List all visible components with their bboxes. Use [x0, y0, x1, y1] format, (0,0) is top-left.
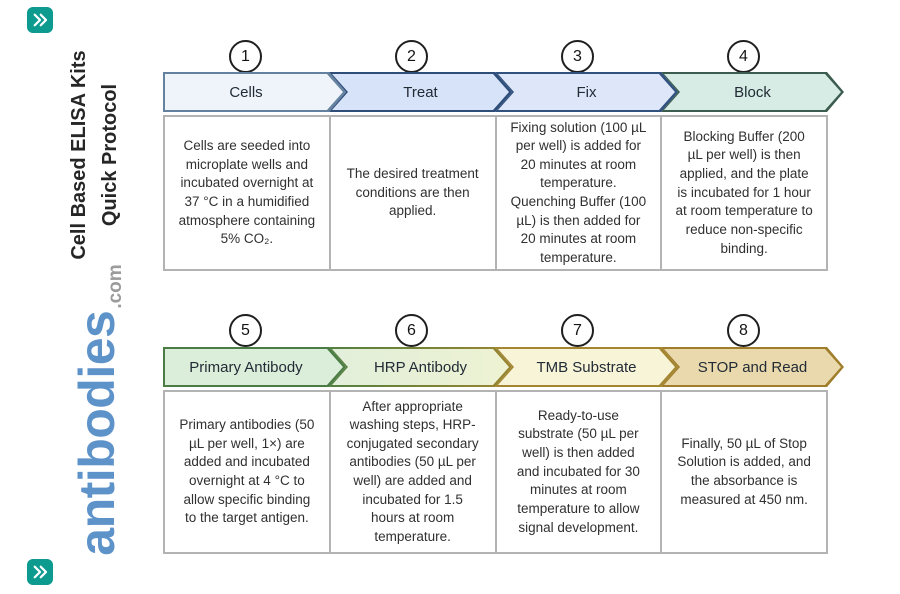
- arrow-fill: [332, 349, 509, 385]
- step-description-cell: Finally, 50 µL of Stop Solution is added…: [662, 392, 826, 552]
- arrow-fill: [664, 349, 841, 385]
- step-description-cell: The desired treatment conditions are the…: [331, 117, 497, 269]
- brand-logo: antibodies.com: [68, 264, 126, 555]
- double-chevron-right-icon: [27, 7, 53, 33]
- arrow-fill: [498, 349, 675, 385]
- step-label: Primary Antibody: [189, 358, 303, 376]
- step-description: Cells are seeded into microplate wells a…: [178, 138, 316, 247]
- step-number-badge: 7: [561, 314, 594, 347]
- step-arrow-band: Cells Treat Fix Block: [163, 72, 863, 112]
- step-label: HRP Antibody: [373, 358, 468, 376]
- step-label: TMB Substrate: [536, 358, 637, 376]
- step-label: Treat: [403, 83, 438, 101]
- page-title-line1: Cell Based ELISA Kits: [68, 50, 90, 260]
- step-label: Block: [734, 83, 771, 101]
- step-arrow-treat: Treat: [329, 72, 512, 112]
- step-label: Fix: [576, 83, 597, 101]
- step-description: Ready-to-use substrate (50 µL per well) …: [516, 407, 640, 535]
- arrow-fill: [332, 74, 509, 110]
- page-title: Cell Based ELISA Kits Quick Protocol: [64, 50, 126, 259]
- page-title-line2: Quick Protocol: [99, 83, 121, 227]
- step-number-badge: 5: [229, 314, 262, 347]
- step-arrow-band: Primary Antibody HRP Antibody TMB Substr…: [163, 347, 863, 387]
- step-arrow-fix: Fix: [495, 72, 678, 112]
- brand-logo-text: antibodies: [69, 310, 125, 556]
- step-description-cell: Ready-to-use substrate (50 µL per well) …: [497, 392, 663, 552]
- brand-logo-suffix: .com: [105, 264, 126, 309]
- step-arrow-tmb-substrate: TMB Substrate: [495, 347, 678, 387]
- step-description-cell: Fixing solution (100 µL per well) is add…: [497, 117, 663, 269]
- step-description: After appropriate washing steps, HRP-con…: [346, 398, 479, 544]
- step-description-cell: Cells are seeded into microplate wells a…: [165, 117, 331, 269]
- step-arrow-block: Block: [661, 72, 844, 112]
- double-chevron-right-icon: [27, 559, 53, 585]
- step-description-cell: Primary antibodies (50 µL per well, 1×) …: [165, 392, 331, 552]
- step-number-badge: 4: [727, 40, 760, 73]
- step-description: Primary antibodies (50 µL per well, 1×) …: [179, 417, 315, 526]
- step-description: The desired treatment conditions are the…: [346, 166, 479, 219]
- step-description-row: Primary antibodies (50 µL per well, 1×) …: [163, 390, 828, 554]
- step-arrow-primary-antibody: Primary Antibody: [163, 347, 346, 387]
- step-number-badge: 3: [561, 40, 594, 73]
- step-label: STOP and Read: [697, 358, 808, 376]
- step-arrow-stop-and-read: STOP and Read: [661, 347, 844, 387]
- step-number-badge: 8: [727, 314, 760, 347]
- step-description: Finally, 50 µL of Stop Solution is added…: [677, 435, 811, 507]
- step-arrow-cells: Cells: [163, 72, 346, 112]
- step-number-badge: 1: [229, 40, 262, 73]
- arrow-fill: [165, 74, 343, 110]
- step-arrow-hrp-antibody: HRP Antibody: [329, 347, 512, 387]
- step-description-cell: After appropriate washing steps, HRP-con…: [331, 392, 497, 552]
- step-label: Cells: [229, 83, 263, 101]
- step-description-cell: Blocking Buffer (200 µL per well) is the…: [662, 117, 826, 269]
- step-description: Fixing solution (100 µL per well) is add…: [510, 119, 647, 265]
- arrow-fill: [165, 349, 343, 385]
- arrow-fill: [664, 74, 841, 110]
- step-description: Blocking Buffer (200 µL per well) is the…: [675, 128, 813, 256]
- arrow-fill: [498, 74, 675, 110]
- step-number-badge: 6: [395, 314, 428, 347]
- step-description-row: Cells are seeded into microplate wells a…: [163, 115, 828, 271]
- step-number-badge: 2: [395, 40, 428, 73]
